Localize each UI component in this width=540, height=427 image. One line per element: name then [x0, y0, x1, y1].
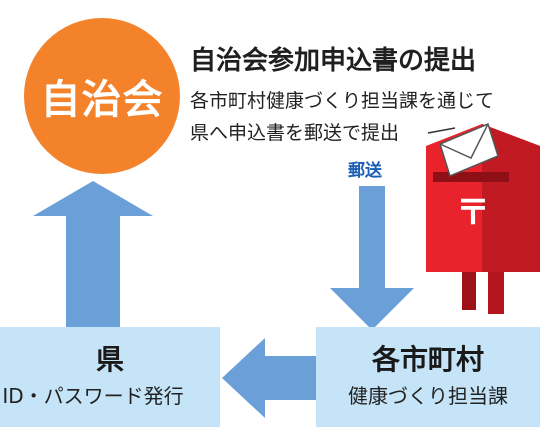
envelope-icon	[439, 122, 499, 178]
arrow-up	[33, 181, 153, 329]
circle-label: 自治会	[40, 77, 164, 123]
pointer-line	[427, 127, 456, 134]
svg-text:〒: 〒	[456, 193, 490, 233]
prefecture-title: 県	[95, 343, 124, 376]
municipality-sub: 健康づくり担当課	[348, 384, 508, 408]
heading-title: 自治会参加申込書の提出	[190, 46, 477, 76]
prefecture-box: 県 ID・パスワード発行	[0, 327, 220, 427]
prefecture-sub: ID・パスワード発行	[2, 384, 184, 408]
municipality-box: 各市町村 健康づくり担当課	[316, 327, 540, 427]
arrow-left	[222, 338, 316, 418]
arrow-down	[330, 186, 414, 330]
heading-line-2: 県へ申込書を郵送で提出	[190, 122, 400, 144]
postbox-icon: 〒	[426, 124, 540, 314]
heading-line-1: 各市町村健康づくり担当課を通じて	[190, 90, 495, 112]
neighborhood-association-circle: 自治会	[24, 18, 180, 174]
mail-label: 郵送	[348, 161, 382, 181]
municipality-title: 各市町村	[371, 343, 484, 376]
